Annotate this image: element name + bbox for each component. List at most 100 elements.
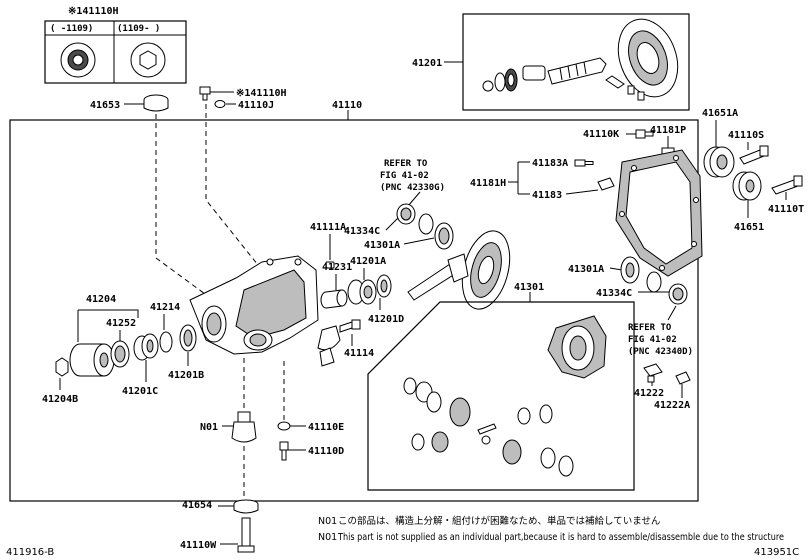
label-41231[interactable]: 41231 <box>322 262 352 273</box>
label-41110J[interactable]: 41110J <box>238 100 274 111</box>
part-41110J-washer[interactable] <box>214 100 226 108</box>
part-41651A-flange[interactable] <box>703 146 735 178</box>
label-41110S[interactable]: 41110S <box>728 130 764 141</box>
label-41110T[interactable]: 41110T <box>768 204 804 215</box>
part-41252-oil-seal[interactable] <box>110 340 130 368</box>
part-41181H-cover[interactable] <box>615 149 703 277</box>
part-41654-cushion[interactable] <box>233 499 259 514</box>
part-41201A-bearing[interactable] <box>347 279 377 305</box>
label-41110W[interactable]: 41110W <box>180 540 217 551</box>
label-41110D[interactable]: 41110D <box>308 446 344 457</box>
label-41204B[interactable]: 41204B <box>42 394 78 405</box>
label-41201B[interactable]: 41201B <box>168 370 204 381</box>
label-41183[interactable]: 41183 <box>532 190 562 201</box>
part-41222-sensor[interactable] <box>643 363 663 383</box>
diff-case[interactable] <box>547 315 607 379</box>
label-41114[interactable]: 41114 <box>344 348 374 359</box>
part-41183A-bolt[interactable] <box>574 159 594 167</box>
inset-box: ※141110H ( -1109) (1109- ) <box>44 6 187 84</box>
bearing-cap[interactable] <box>317 325 341 367</box>
ring-gear-set[interactable] <box>482 11 688 105</box>
part-41183-gasket[interactable] <box>597 177 615 191</box>
label-41201[interactable]: 41201 <box>412 58 442 69</box>
part-41110D-bolt[interactable] <box>279 441 289 461</box>
part-41110T-bolt[interactable] <box>771 175 803 195</box>
label-41181H[interactable]: 41181H <box>470 178 506 189</box>
differential-housing[interactable] <box>189 255 319 355</box>
note-english: This part is not supplied as an individu… <box>337 532 784 543</box>
part-41201C-bearing[interactable] <box>133 333 159 361</box>
refer-right-line2: FIG 41-02 <box>628 335 677 345</box>
drive-pinion-main[interactable] <box>407 253 469 301</box>
refer-note-left[interactable]: REFER TO FIG 41-02 (PNC 42330G) <box>380 159 445 193</box>
inset-nut-late[interactable] <box>130 42 166 78</box>
label-41110K[interactable]: 41110K <box>583 129 619 140</box>
label-41654[interactable]: 41654 <box>182 500 212 511</box>
note-prefix-en: N01 <box>318 532 337 543</box>
ring-gear-main[interactable] <box>454 226 517 315</box>
part-41653-plug[interactable] <box>143 94 169 112</box>
part-41214-spacer[interactable] <box>159 331 173 353</box>
part-41204B-nut[interactable] <box>55 357 69 377</box>
part-41110W-bolt[interactable] <box>237 517 255 553</box>
label-41201C[interactable]: 41201C <box>122 386 158 397</box>
figure-id-left: 411916-B <box>6 547 54 558</box>
label-41201D[interactable]: 41201D <box>368 314 404 325</box>
label-41201A[interactable]: 41201A <box>350 256 386 267</box>
refer-right-line1: REFER TO <box>628 323 672 333</box>
part-41301A-bearing-right[interactable] <box>620 256 662 293</box>
part-41201B-race[interactable] <box>179 324 197 352</box>
label-41110H-star[interactable]: ※141110H <box>236 88 287 99</box>
part-41651-flange[interactable] <box>732 171 762 201</box>
label-41252[interactable]: 41252 <box>106 318 136 329</box>
label-41222[interactable]: 41222 <box>634 388 664 399</box>
part-41114-bolt[interactable] <box>339 319 361 333</box>
refer-right-line3: (PNC 42340D) <box>628 347 693 357</box>
part-41231-spacer[interactable] <box>320 289 348 309</box>
main-assembly-frame <box>9 119 699 502</box>
part-41110K-bolt[interactable] <box>635 129 654 139</box>
differential-case-box: 41301 <box>367 282 635 491</box>
part-N01-mount[interactable] <box>231 411 257 443</box>
inset-nut-early[interactable] <box>60 42 96 78</box>
label-41222A[interactable]: 41222A <box>654 400 690 411</box>
label-41181P[interactable]: 41181P <box>650 125 686 136</box>
part-41334C-shim-top[interactable] <box>396 203 416 225</box>
part-41110S-bolt[interactable] <box>739 145 769 165</box>
label-41651[interactable]: 41651 <box>734 222 764 233</box>
label-41301[interactable]: 41301 <box>514 282 544 293</box>
part-41201D-race[interactable] <box>376 274 392 298</box>
refer-left-line1: REFER TO <box>384 159 428 169</box>
label-41110[interactable]: 41110 <box>332 100 362 111</box>
note-japanese: この部品は、構造上分解・組付けが困難なため、単品では補給していません <box>338 515 660 527</box>
label-41651A[interactable]: 41651A <box>702 108 738 119</box>
part-41301A-bearing-top[interactable] <box>418 213 454 250</box>
label-41334C-top[interactable]: 41334C <box>344 226 380 237</box>
refer-note-right[interactable]: REFER TO FIG 41-02 (PNC 42340D) <box>628 323 693 357</box>
part-41334C-shim-right[interactable] <box>668 283 688 305</box>
label-41334C-right[interactable]: 41334C <box>596 288 632 299</box>
inset-col-right: (1109- ) <box>117 24 160 34</box>
label-41111A[interactable]: 41111A <box>310 222 346 233</box>
figure-id-right: 413951C <box>754 547 799 558</box>
refer-left-line3: (PNC 42330G) <box>380 183 445 193</box>
refer-left-line2: FIG 41-02 <box>380 171 429 181</box>
label-N01[interactable]: N01 <box>200 422 218 433</box>
label-41214[interactable]: 41214 <box>150 302 180 313</box>
label-41204[interactable]: 41204 <box>86 294 116 305</box>
ring-pinion-box: 41201 <box>412 11 690 111</box>
part-41110H-bolt[interactable] <box>199 86 211 101</box>
label-41183A[interactable]: 41183A <box>532 158 568 169</box>
label-41301A-top[interactable]: 41301A <box>364 240 400 251</box>
label-41301A-right[interactable]: 41301A <box>568 264 604 275</box>
inset-title[interactable]: ※141110H <box>68 6 119 17</box>
label-41110E[interactable]: 41110E <box>308 422 344 433</box>
part-41204-companion-flange[interactable] <box>69 343 115 377</box>
part-41110E-washer[interactable] <box>277 421 291 431</box>
inset-col-left: ( -1109) <box>50 24 93 34</box>
side-gears-set[interactable] <box>403 377 574 477</box>
part-41222A-bolt[interactable] <box>675 371 691 385</box>
label-41653[interactable]: 41653 <box>90 100 120 111</box>
part-41111A-pin[interactable] <box>325 261 335 269</box>
